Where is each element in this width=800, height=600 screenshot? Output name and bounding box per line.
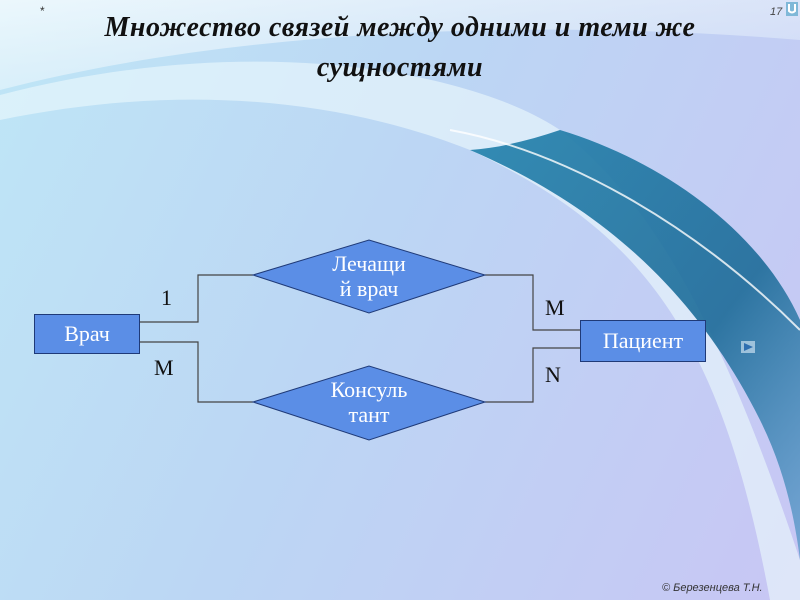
relationship-diamond-treating <box>251 239 487 314</box>
page-number: 17 <box>770 6 783 18</box>
cardinality-doctor-consultant: M <box>154 355 174 380</box>
relationship-label-line: й врач <box>339 276 399 301</box>
relationship-label-consultant: Консуль тант <box>309 377 429 427</box>
relationship-label-treating: Лечащи й врач <box>309 251 429 301</box>
entity-doctor: Врач <box>34 314 140 354</box>
cardinality-consultant-patient: N <box>545 362 561 387</box>
play-arrow-icon[interactable] <box>741 341 755 353</box>
relationship-label-line: Лечащи <box>332 251 406 276</box>
line-treating-patient <box>485 274 580 331</box>
entity-patient: Пациент <box>580 320 706 362</box>
slide-asterisk: * <box>40 4 45 18</box>
title-line-2: сущностями <box>316 52 484 83</box>
relationship-label-line: Консуль <box>330 377 408 402</box>
copyright: © Березенцева Т.Н. <box>662 582 763 594</box>
line-doctor-consultant <box>140 341 253 403</box>
title-line-1: Множество связей между одними и теми же <box>104 12 696 43</box>
relationship-diamond-consultant <box>251 365 487 441</box>
slide-title: Множество связей между одними и теми же … <box>60 8 740 88</box>
line-doctor-treating <box>140 274 253 323</box>
u-icon <box>786 2 798 16</box>
relationship-label-line: тант <box>348 402 390 427</box>
connector-lines <box>140 274 580 403</box>
line-consultant-patient <box>485 347 580 403</box>
cardinality-doctor-treating: 1 <box>161 285 172 310</box>
cardinality-treating-patient: M <box>545 295 565 320</box>
